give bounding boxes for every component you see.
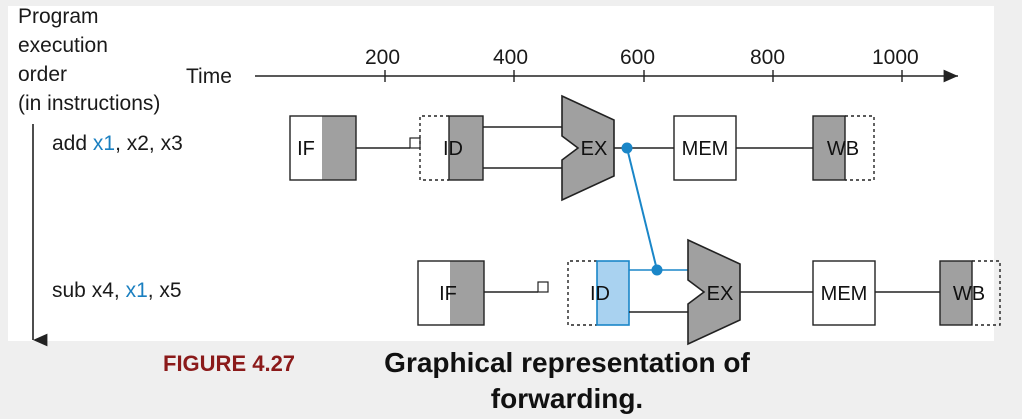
instr-sub-operands-a: x4, <box>91 279 126 302</box>
ex-alu-add <box>561 94 615 202</box>
mem-stage-add <box>673 115 737 181</box>
tick-200: 200 <box>365 46 401 69</box>
forward-source-dot <box>621 142 633 154</box>
order-label-line3: order <box>18 63 68 86</box>
wb-stage-sub <box>939 260 973 326</box>
time-label: Time <box>186 65 232 88</box>
if-stage-sub <box>417 260 485 326</box>
id-stage-sub-highlighted <box>596 260 630 326</box>
instr-sub-operands-b: , x5 <box>147 279 182 302</box>
instr-sub-src-reg: x1 <box>125 279 148 302</box>
wb-label-add: WB <box>827 138 859 160</box>
order-label-line2: execution <box>18 34 108 57</box>
mem-label-add: MEM <box>682 138 729 160</box>
pipeline-row-add: IF ID EX MEM WB <box>289 94 875 202</box>
order-label-line1: Program <box>18 5 99 28</box>
ex-label-sub: EX <box>707 283 734 305</box>
id-label-add: ID <box>443 138 463 160</box>
instruction-sub: sub x4, x1, x5 <box>52 280 182 302</box>
instr-sub-op: sub <box>52 279 86 302</box>
forwarding-path <box>621 142 663 276</box>
figure-number: FIGURE 4.27 <box>163 351 296 376</box>
figure-title: Graphical representation of forwarding. <box>384 347 750 414</box>
wb-stage-add <box>812 115 846 181</box>
if-label-add: IF <box>297 138 315 160</box>
if-stage-add <box>290 116 322 180</box>
mem-label-sub: MEM <box>821 283 868 305</box>
instr-add-operands: , x2, x3 <box>115 132 183 155</box>
if-label-sub: IF <box>439 283 457 305</box>
tick-800: 800 <box>750 46 786 69</box>
pipeline-row-sub: IF ID EX MEM WB <box>417 238 1001 346</box>
tick-600: 600 <box>620 46 656 69</box>
instruction-add: add x1, x2, x3 <box>52 133 183 155</box>
tick-400: 400 <box>493 46 529 69</box>
mem-stage-sub <box>812 260 876 326</box>
instr-add-op: add <box>52 132 88 155</box>
ex-label-add: EX <box>581 138 608 160</box>
id-label-sub: ID <box>590 283 610 305</box>
time-axis-ticks <box>384 70 903 82</box>
order-label-line4: (in instructions) <box>18 92 161 115</box>
instr-add-dest-reg: x1 <box>92 132 116 155</box>
tick-1000: 1000 <box>872 46 919 69</box>
figure-caption: FIGURE 4.27 Graphical representation of … <box>0 343 1022 419</box>
forward-dest-dot <box>651 264 663 276</box>
wb-label-sub: WB <box>953 283 985 305</box>
ex-alu-sub <box>687 238 741 346</box>
